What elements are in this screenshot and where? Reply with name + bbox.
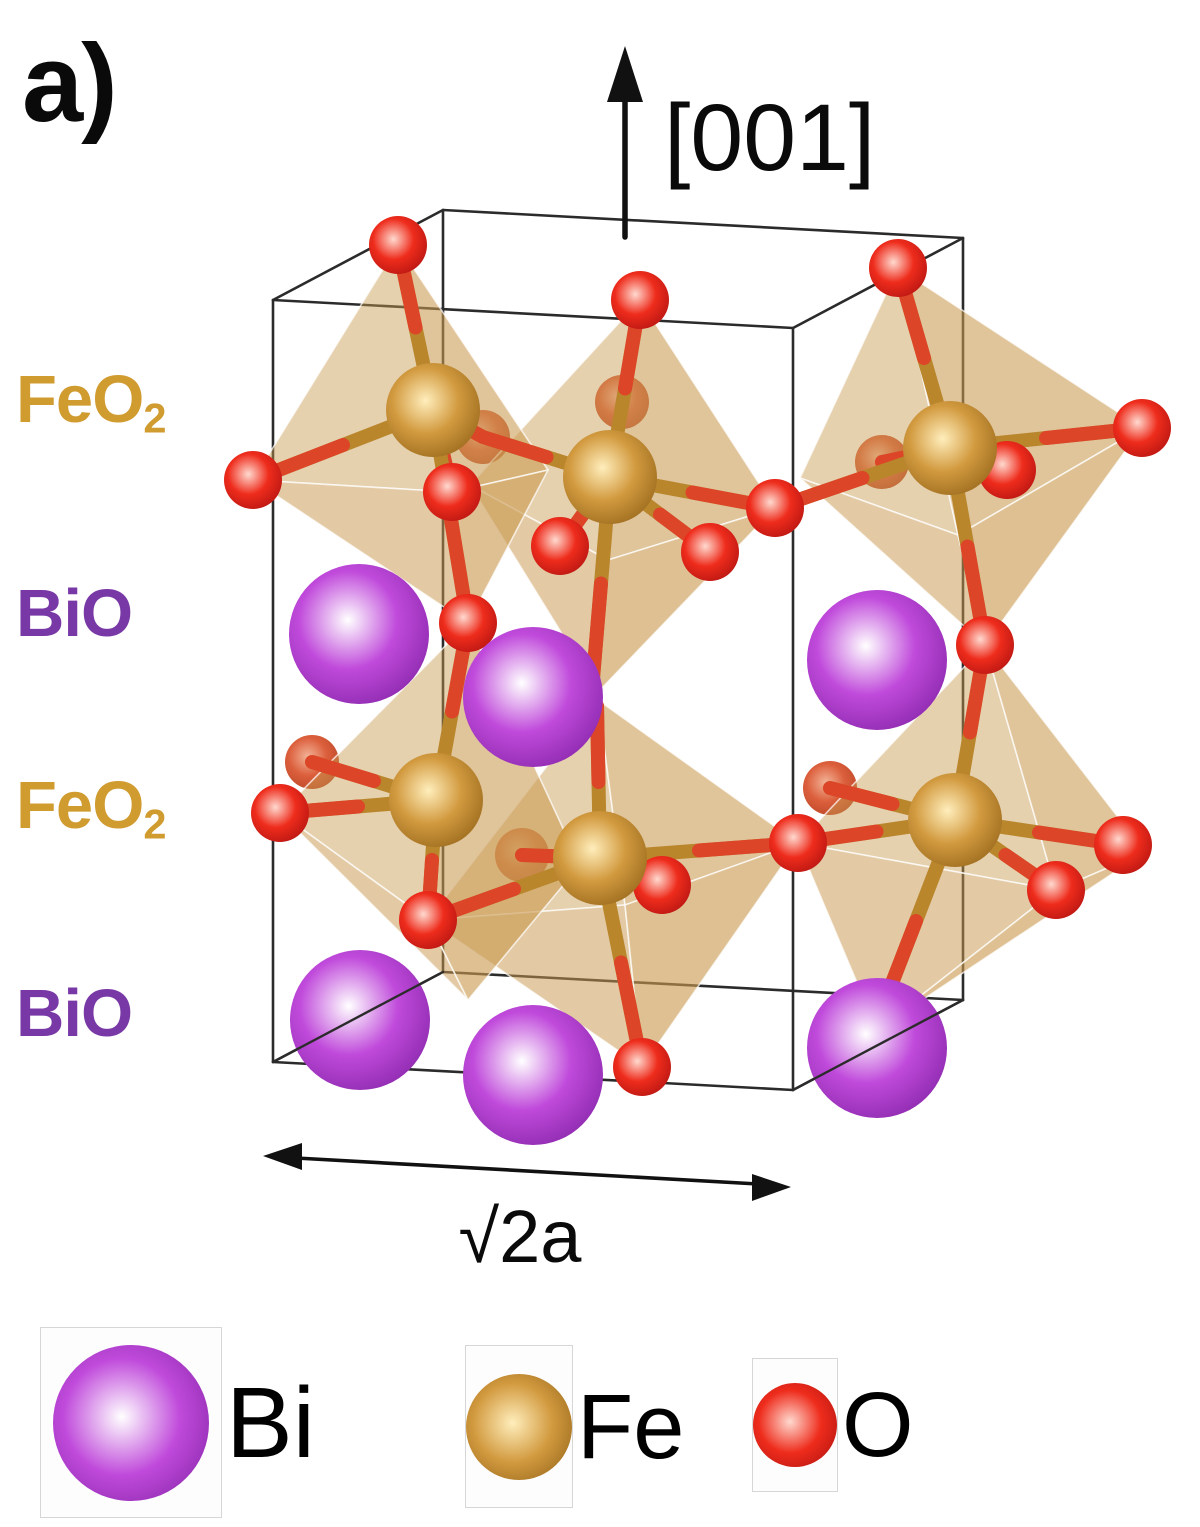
fe-atom (908, 773, 1002, 867)
unit-cell-edge-overlay (791, 998, 965, 1092)
o-atom (633, 856, 691, 914)
o-atom (531, 517, 589, 575)
o-atom (746, 479, 804, 537)
layer-label-feo2-bottom: FeO2 (16, 772, 166, 848)
unit-cell-edge (271, 298, 795, 330)
layer-label-subscript: 2 (143, 394, 166, 442)
o-atom (251, 784, 309, 842)
o-atom (769, 814, 827, 872)
bi-atom (289, 564, 429, 704)
direction-label: [001] (664, 85, 875, 191)
o-atom (956, 616, 1014, 674)
fe-atom (389, 753, 483, 847)
unit-cell-edge-overlay (271, 970, 445, 1064)
o-atom (369, 216, 427, 274)
fe-atom (563, 430, 657, 524)
o-atom (224, 451, 282, 509)
width-arrow-shaft (294, 1156, 760, 1186)
unit-cell-edge (441, 208, 965, 240)
o-atom (399, 891, 457, 949)
o-atom (1113, 399, 1171, 457)
o-atom (1027, 861, 1085, 919)
o-atom (869, 239, 927, 297)
o-atom (613, 1038, 671, 1096)
layer-label-text: BiO (16, 976, 133, 1051)
bi-atom (807, 590, 947, 730)
layer-label-feo2-top: FeO2 (16, 366, 166, 442)
bi-atom (463, 1005, 603, 1145)
o-atom (611, 271, 669, 329)
fe-o-bond-oxygen-half (476, 430, 554, 464)
direction-arrow-head-icon (607, 46, 643, 102)
layer-label-text: FeO (16, 768, 144, 843)
bi-atom (463, 627, 603, 767)
o-atom (439, 594, 497, 652)
bi-atom (807, 978, 947, 1118)
o-atom (681, 523, 739, 581)
fe-atom (553, 811, 647, 905)
layer-label-text: BiO (16, 576, 133, 651)
fe-atom (386, 363, 480, 457)
layer-label-text: FeO (16, 362, 144, 437)
o-atom (1094, 816, 1152, 874)
width-arrow-left-head-icon (263, 1143, 302, 1170)
layer-label-bio-top: BiO (16, 580, 133, 653)
fe-o-bond-oxygen-half (305, 755, 381, 788)
cell-width-label: √2a (459, 1195, 583, 1278)
bi-atom (290, 950, 430, 1090)
width-arrow-right-head-icon (752, 1174, 791, 1201)
figure-label: a) (22, 22, 118, 145)
o-atom (423, 463, 481, 521)
fe-atom (903, 401, 997, 495)
fe-o-bond-oxygen-half (823, 781, 900, 811)
layer-label-bio-bottom: BiO (16, 980, 133, 1053)
layer-label-subscript: 2 (143, 800, 166, 848)
